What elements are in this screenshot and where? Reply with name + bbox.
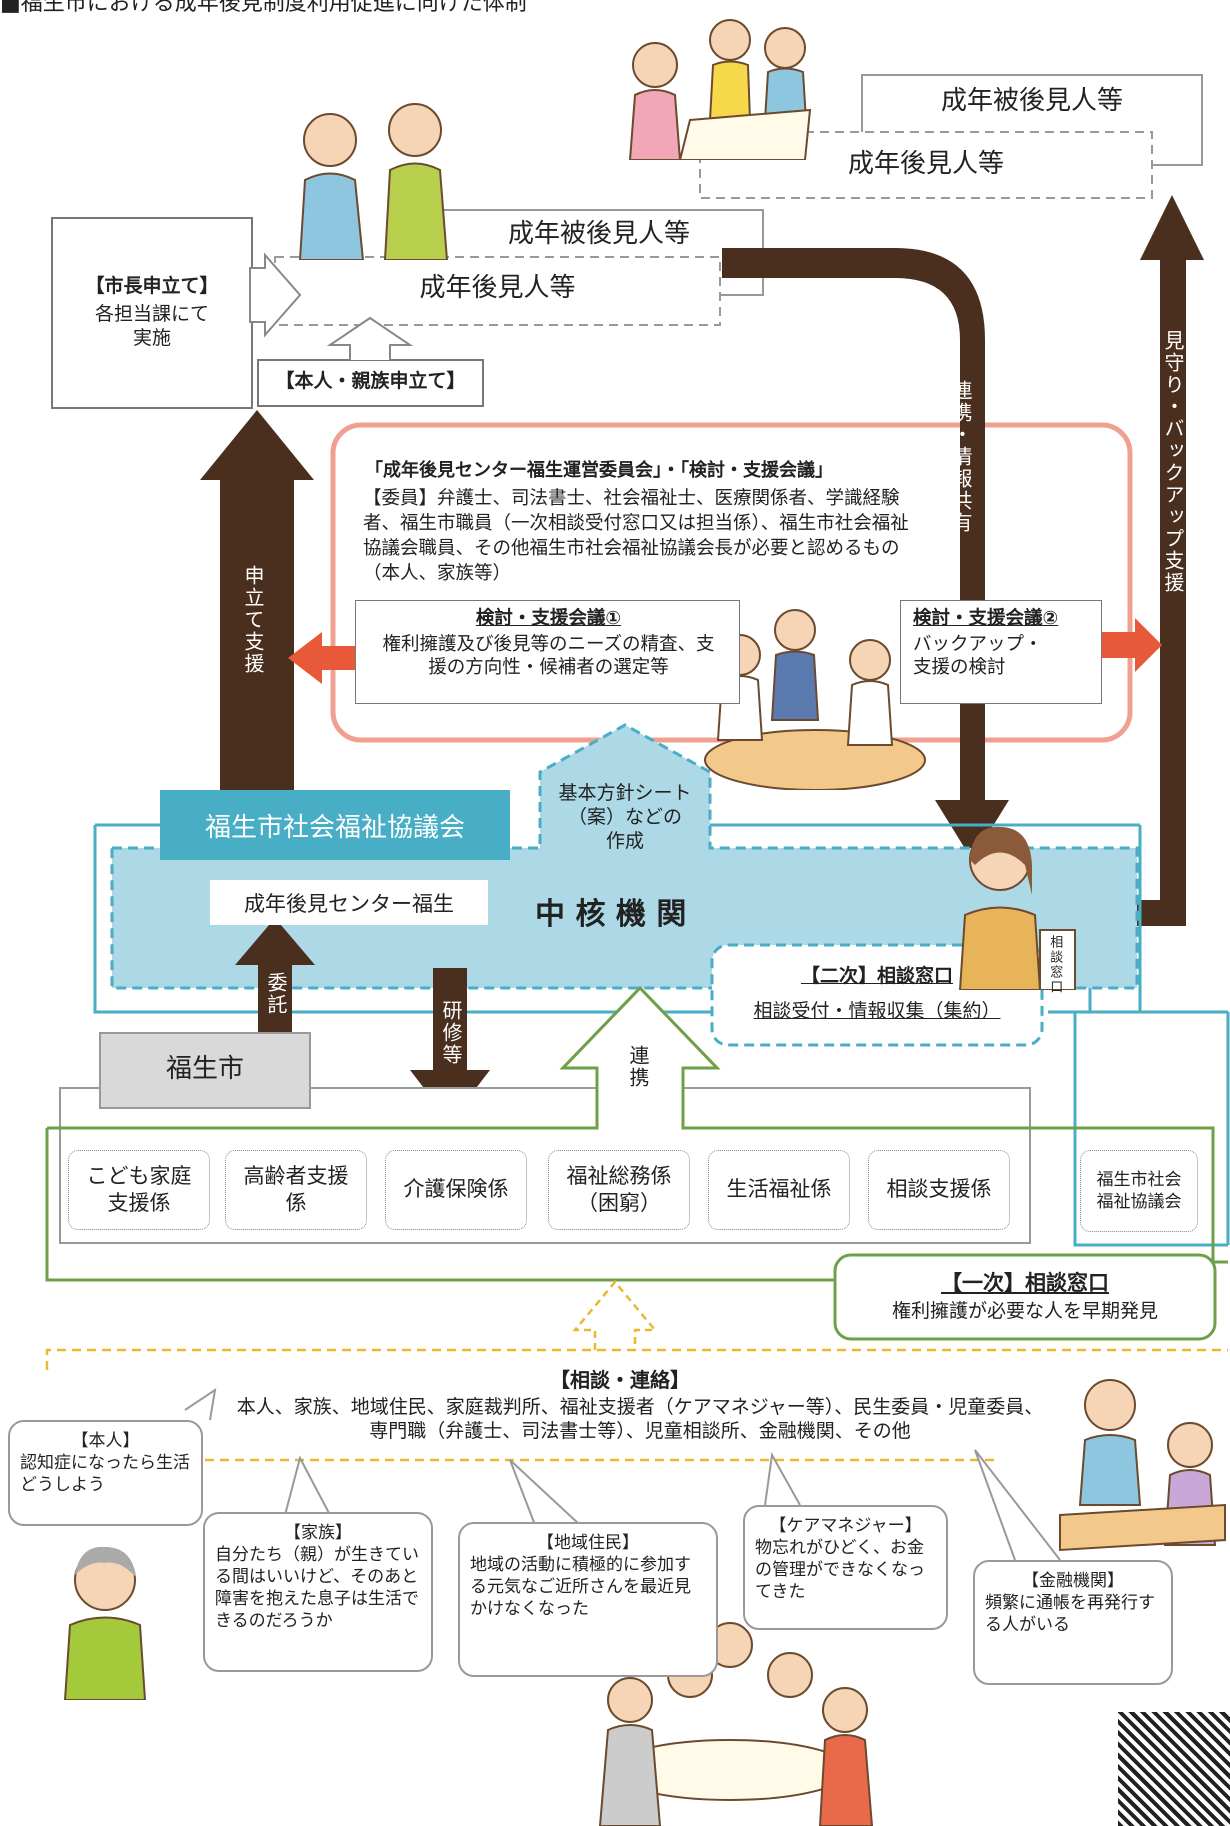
section-elderly: 高齢者支援 係 — [225, 1150, 367, 1230]
meeting1-title: 検討・支援会議① — [475, 608, 622, 629]
desk-sign — [1039, 929, 1076, 990]
coop-info-label: 連携・情報共有 — [949, 380, 973, 534]
qr-code[interactable] — [1118, 1712, 1230, 1826]
mayor-title: 【市長申立て】 — [85, 275, 219, 297]
meeting2-title: 検討・支援会議② — [913, 608, 1059, 629]
desk-sign-label: 相談窓口 — [1047, 935, 1063, 995]
bubble-family-title: 【家族】 — [284, 1523, 352, 1543]
section-livelihood: 生活福祉係 — [708, 1150, 850, 1230]
secondary-box — [710, 943, 1044, 1047]
handshake-illustration — [298, 103, 449, 260]
training-arrow — [410, 968, 490, 1122]
primary-box — [833, 1253, 1217, 1341]
bubble-bank: 【金融機関】 頻繁に通帳を再発行する人がいる — [973, 1560, 1173, 1685]
section-consult-support: 相談支援係 — [868, 1150, 1010, 1230]
committee-members: 【委員】弁護士、司法書士、社会福祉士、医療関係者、学識経験者、福生市職員（一次相… — [363, 488, 909, 584]
coop-info-arrow — [722, 248, 1009, 860]
worried-person-illustration — [63, 1546, 147, 1700]
bubble-family-body: 自分たち（親）が生きている間はいいけど、そのあと障害を抱えた息子は生活できるのだ… — [215, 1545, 419, 1632]
bubble-person: 【本人】 認知症になったら生活どうしよう — [8, 1420, 203, 1526]
meeting1-box: 検討・支援会議① 権利擁護及び後見等のニーズの精査、支援の方向性・候補者の選定等 — [355, 600, 740, 704]
watch-backup-label: 見守り・バックアップ支援 — [1161, 330, 1185, 594]
bubble-person-body: 認知症になったら生活どうしよう — [20, 1453, 190, 1496]
city-label-box — [99, 1032, 311, 1109]
bubble-family: 【家族】 自分たち（親）が生きている間はいいけど、そのあと障害を抱えた息子は生活… — [203, 1512, 433, 1672]
consult-body: 本人、家族、地域住民、家庭裁判所、福祉支援者（ケアマネジャー等）、民生委員・児童… — [236, 1396, 1044, 1442]
bubble-care-manager-body: 物忘れがひどく、お金の管理ができなくなってきた — [755, 1538, 925, 1603]
basic-sheet-label: 基本方針シート （案）などの 作成 — [558, 782, 692, 852]
ward-1-label: 成年被後見人等 — [507, 219, 690, 249]
self-family-box — [257, 359, 484, 407]
training-label: 研修等 — [439, 1000, 463, 1066]
guardian-1-label: 成年後見人等 — [419, 273, 576, 303]
city-name: 福生市 — [165, 1054, 244, 1084]
cooperation-label: 連携 — [626, 1045, 650, 1089]
section-care-insurance: 介護保険係 — [385, 1150, 527, 1230]
bubble-care-manager-title: 【ケアマネジャー】 — [769, 1516, 922, 1536]
secondary-body: 相談受付・情報収集（集約） — [753, 1000, 1001, 1022]
consult-title: 【相談・連絡】 — [550, 1368, 690, 1392]
page-title: ■福生市における成年後見制度利用促進に向けた体制 — [0, 0, 527, 16]
bubble-bank-title: 【金融機関】 — [1022, 1571, 1124, 1591]
consult-top-line — [45, 1348, 1228, 1370]
section-children: こども家庭 支援係 — [68, 1150, 210, 1230]
primary-body: 権利擁護が必要な人を早期発見 — [891, 1300, 1158, 1322]
meeting2-body: バックアップ・ 支援の検討 — [913, 634, 1043, 679]
self-family-arrow — [326, 316, 414, 360]
section-welfare-general: 福祉総務係 （困窮） — [548, 1150, 690, 1230]
entrust-label: 委託 — [264, 972, 288, 1016]
consultation-desk-illustration — [1059, 1379, 1226, 1552]
bubble-residents-title: 【地域住民】 — [537, 1533, 639, 1553]
consultant-illustration — [958, 826, 1076, 990]
people-with-document-illustration — [628, 19, 812, 160]
bubble-residents: 【地域住民】 地域の活動に積極的に参加する元気なご近所さんを最近見かけなくなった — [458, 1522, 718, 1677]
guardian-2-label: 成年後見人等 — [847, 149, 1004, 179]
council-small: 福生市社会 福祉協議会 — [1080, 1150, 1198, 1232]
orange-arrow-right — [1102, 618, 1162, 672]
self-family-label: 【本人・親族申立て】 — [275, 370, 466, 392]
primary-title: 【一次】相談窓口 — [941, 1271, 1109, 1295]
bubble-care-manager: 【ケアマネジャー】 物忘れがひどく、お金の管理ができなくなってきた — [743, 1505, 948, 1630]
council-header: 福生市社会福祉協議会 — [160, 790, 510, 860]
meeting1-body: 権利擁護及び後見等のニーズの精査、支援の方向性・候補者の選定等 — [382, 634, 715, 679]
orange-arrow-left — [288, 632, 355, 684]
center-label: 成年後見センター福生 — [210, 880, 488, 925]
watch-backup-arrow — [1110, 195, 1204, 926]
bubble-residents-body: 地域の活動に積極的に参加する元気なご近所さんを最近見かけなくなった — [470, 1555, 691, 1620]
bubble-person-title: 【本人】 — [71, 1431, 140, 1451]
core-org-label: 中 核 機 関 — [535, 897, 687, 932]
ward-2-label: 成年被後見人等 — [940, 86, 1123, 116]
yellow-arrow — [572, 1280, 658, 1350]
secondary-title: 【二次】相談窓口 — [800, 965, 953, 987]
apply-support-label: 申立て支援 — [241, 565, 265, 675]
mayor-arrow — [249, 252, 302, 338]
committee-title: 「成年後見センター福生運営委員会」・「検討・支援会議」 — [365, 460, 833, 481]
mayor-body: 各担当課にて 実施 — [94, 303, 209, 349]
bubble-bank-body: 頻繁に通帳を再発行する人がいる — [985, 1593, 1155, 1636]
mayor-box — [51, 217, 253, 409]
entrust-arrow — [235, 918, 315, 1062]
meeting2-box: 検討・支援会議② バックアップ・ 支援の検討 — [900, 600, 1102, 704]
apply-support-arrow — [200, 410, 314, 795]
